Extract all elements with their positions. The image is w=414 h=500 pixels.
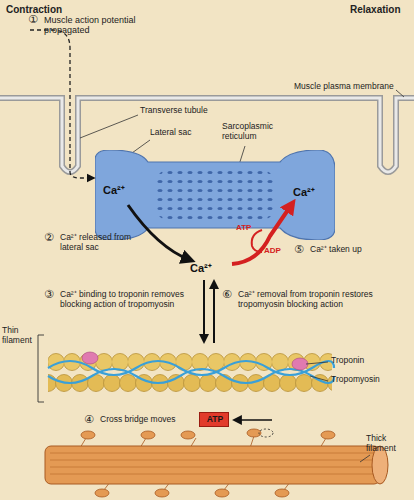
plasma-membrane [0, 98, 414, 172]
step-text: Muscle action potential propagated [44, 15, 149, 36]
cross-bridge-head [81, 431, 95, 439]
part-label: Muscle plasma membrane [294, 82, 404, 92]
step-text: Ca²⁺ binding to troponin removes blockin… [60, 290, 196, 310]
callout-number: ⑥ [222, 289, 238, 302]
leader-line [396, 90, 404, 97]
atp-hydrolysis-curl [252, 230, 262, 252]
energy-label: ATP [236, 223, 266, 232]
sarcoplasmic-reticulum: Ca²⁺ Ca²⁺ [95, 150, 335, 240]
step-text: Ca²⁺ taken up [310, 245, 400, 255]
action-potential-path [30, 30, 70, 150]
filament-line [50, 474, 375, 475]
part-label: Thick filament [366, 434, 412, 454]
filament-line [50, 467, 375, 468]
cross-bridge-head [155, 489, 169, 497]
section-heading: Relaxation [350, 4, 412, 16]
cross-bridge-head [275, 489, 289, 497]
callout-number: ④ [84, 414, 100, 427]
thin-filament-bracket [38, 335, 44, 402]
troponin-blob [292, 358, 308, 370]
thick-filament-lines [50, 453, 375, 474]
binding-arrow [203, 280, 205, 340]
leader-line [360, 455, 370, 462]
troponin-blob [82, 352, 98, 364]
callout-number: ② [44, 232, 60, 245]
reticulum-shape [95, 150, 335, 240]
cross-bridge-head [181, 431, 195, 439]
step-text: Ca²⁺ released from lateral sac [60, 233, 152, 253]
ion-label: Ca²⁺ [190, 262, 230, 275]
part-label: Tropomyosin [331, 375, 411, 385]
thick-filament [45, 446, 380, 484]
callout-number: ③ [44, 289, 60, 302]
tropomyosin-strand [48, 369, 334, 383]
cross-bridge-head [215, 489, 229, 497]
step-text: Ca²⁺ removal from troponin restores trop… [238, 290, 388, 310]
cross-bridge-head [141, 431, 155, 439]
ion-label: Ca²⁺ [293, 186, 333, 198]
filament-line [50, 453, 375, 454]
cross-bridge-previous [259, 429, 273, 437]
leader-line [306, 362, 328, 364]
reticulum-fenestrations [157, 170, 273, 220]
leader-line [310, 376, 328, 381]
energy-label: ADP [264, 246, 294, 255]
filament-line [50, 460, 375, 461]
callout-number: ⑤ [294, 244, 310, 257]
part-label: Transverse tubule [140, 106, 230, 116]
ion-label: Ca²⁺ [103, 184, 143, 196]
atp-box: ATP [199, 412, 229, 427]
part-label: Thin filament [2, 326, 42, 346]
removal-arrow [213, 283, 215, 343]
part-label: Lateral sac [150, 128, 220, 138]
energy-label: ATP [200, 415, 230, 424]
section-heading: Contraction [6, 4, 96, 16]
action-potential-arrow [70, 150, 92, 178]
cross-bridge-head [95, 489, 109, 497]
part-label: Sarcoplasmic reticulum [222, 122, 302, 142]
cross-bridge-head [321, 431, 335, 439]
part-label: Troponin [331, 356, 411, 366]
leader-line [80, 115, 138, 138]
movement-arrow [236, 419, 272, 420]
step-text: Cross bridge moves [100, 415, 195, 425]
plasma-membrane-inner [0, 98, 414, 172]
callout-number: ① [28, 14, 44, 27]
